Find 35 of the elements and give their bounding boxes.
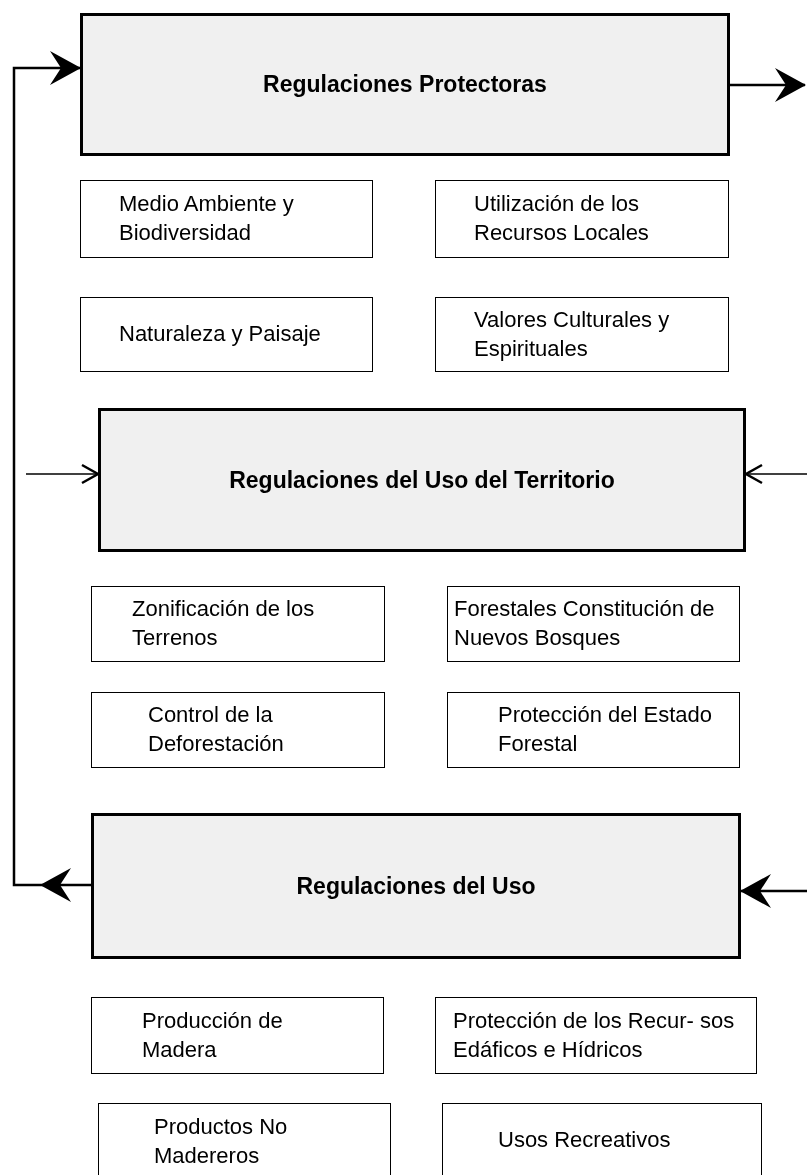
arrow [730,68,806,102]
arrow [744,463,807,485]
category-box [447,692,740,768]
category-box [447,586,740,662]
category-box [91,997,384,1074]
heading-text: Regulaciones del Uso del Territorio [229,466,615,494]
arrow [12,51,91,902]
category-box [80,180,373,258]
heading-text: Regulaciones del Uso [296,872,536,900]
arrow [740,874,807,908]
category-label: Utilización de los Recursos Locales [474,190,650,247]
category-box [91,692,385,768]
category-label: Productos No Madereros [154,1113,289,1170]
category-box [80,297,373,372]
heading-box [98,408,746,552]
category-box [435,297,729,372]
arrow [25,463,100,485]
heading-box [91,813,741,959]
category-box [91,586,385,662]
category-label: Zonificación de los Terrenos [132,595,316,652]
category-label: Naturaleza y Paisaje [119,320,322,349]
category-label: Producción de Madera [142,1006,284,1064]
category-label: Protección de los Recur- sos Edáficos e Hídricos [453,1006,736,1064]
heading-box [80,13,730,156]
category-box [98,1103,391,1175]
category-label: Valores Culturales y Espirituales [474,305,671,363]
category-label: Control de la Deforestación [148,701,285,758]
category-box [435,997,757,1074]
category-label: Forestales Constitución de Nuevos Bosques [454,595,716,652]
heading-text: Regulaciones Protectoras [263,71,547,98]
category-box [442,1103,762,1175]
category-label: Medio Ambiente y Biodiversidad [119,190,295,247]
category-label: Protección del Estado Forestal [498,701,714,758]
category-label: Usos Recreativos [498,1125,671,1154]
category-box [435,180,729,258]
